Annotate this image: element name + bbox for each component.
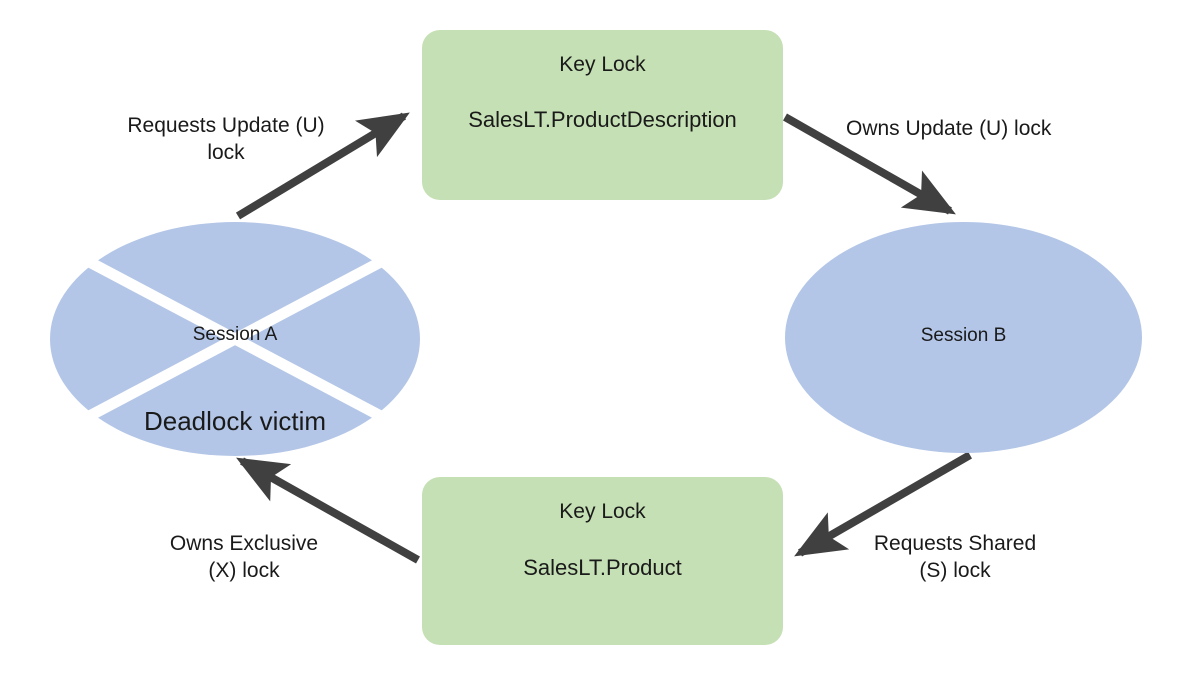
edge-label-requests-shared: Requests Shared (S) lock	[873, 532, 1037, 582]
deadlock-victim-cross-icon	[60, 243, 410, 435]
session-node-a[interactable]: Session A Deadlock victim	[50, 222, 420, 456]
lock-node-product-description[interactable]: Key Lock SalesLT.ProductDescription	[422, 30, 783, 200]
lock-node-resource: SalesLT.ProductDescription	[468, 107, 737, 133]
lock-node-product[interactable]: Key Lock SalesLT.Product	[422, 477, 783, 645]
lock-node-title: Key Lock	[559, 500, 646, 523]
session-node-b[interactable]: Session B	[785, 222, 1142, 453]
deadlock-victim-label: Deadlock victim	[143, 406, 327, 436]
lock-node-title: Key Lock	[559, 53, 646, 76]
session-b-label: Session B	[920, 325, 1007, 346]
edge-label-owns-update: Owns Update (U) lock	[846, 117, 1052, 140]
edge-label-owns-exclusive: Owns Exclusive (X) lock	[169, 532, 319, 582]
edge-label-requests-update: Requests Update (U) lock	[127, 114, 325, 164]
session-b-ellipse-fill	[785, 222, 1142, 453]
lock-node-resource: SalesLT.Product	[523, 555, 682, 581]
session-a-label: Session A	[192, 324, 278, 345]
